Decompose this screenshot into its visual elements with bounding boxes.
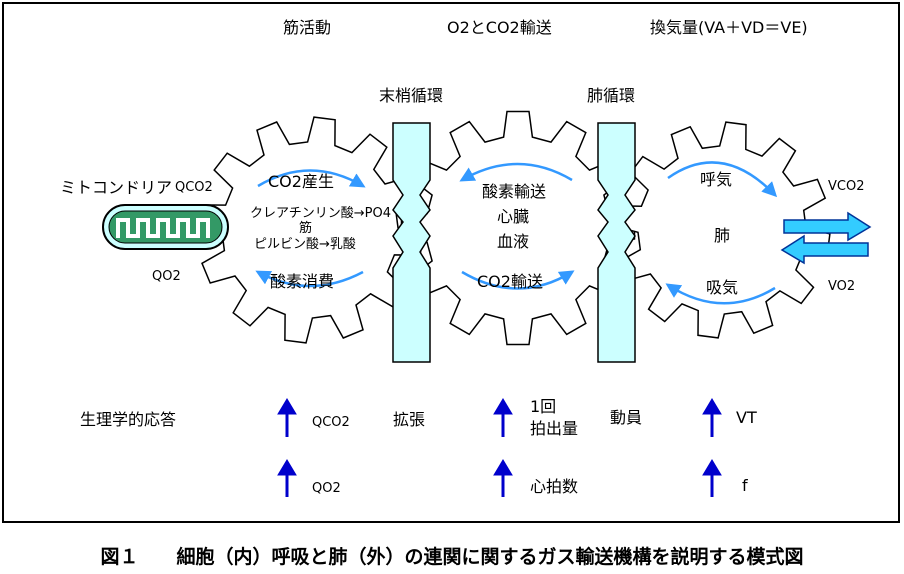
frequency-label: f [742, 476, 748, 495]
blood-label: 血液 [497, 232, 530, 251]
figure-caption: 図１ 細胞（内）呼吸と肺（外）の連関に関するガス輸送機構を説明する模式図 [100, 546, 804, 568]
increase-arrow-icon [277, 398, 297, 437]
muscle-label: 筋 [299, 221, 313, 236]
o2-transport-arrow [459, 162, 573, 182]
co2-transport-label: CO2輸送 [477, 272, 543, 291]
heart-label: 心臓 [497, 207, 530, 226]
qo2-label: QO2 [152, 269, 181, 284]
co2-production-label: CO2産生 [268, 172, 334, 191]
gas-transport-header: O2とCO2輸送 [447, 18, 552, 37]
muscle-activity-header: 筋活動 [283, 18, 332, 37]
response-qco2: QCO2 [312, 415, 350, 430]
increase-arrow-icon [702, 459, 722, 497]
o2-consumption-arrow [255, 270, 364, 288]
expiration-arrow [667, 161, 778, 198]
increase-arrow-icon [277, 459, 297, 497]
o2-consumption-label: 酸素消費 [270, 272, 335, 291]
inhale-flow-arrow [780, 234, 869, 265]
dilation-label: 拡張 [393, 410, 426, 429]
increase-arrow-icon [702, 398, 722, 437]
vco2-label: VCO2 [828, 179, 865, 194]
peripheral-circulation-label: 末梢循環 [379, 86, 444, 105]
pyruvate-lactate-label: ピルビン酸→乳酸 [254, 237, 356, 252]
inspiration-arrow [665, 283, 776, 305]
recruitment-label: 動員 [610, 408, 643, 427]
heart-rate-label: 心拍数 [530, 477, 579, 496]
qco2-label: QCO2 [175, 180, 213, 195]
mitochondria-icon [102, 204, 229, 250]
response-qo2: QO2 [312, 481, 341, 496]
mitochondria-label: ミトコンドリア [60, 178, 173, 197]
o2-transport-label: 酸素輸送 [482, 182, 547, 201]
expiration-label: 呼気 [700, 170, 733, 189]
pulmonary-circulation-panel [597, 122, 636, 363]
increase-arrow-icon [493, 398, 513, 437]
increase-arrow-icon [493, 459, 513, 497]
creatine-phosphate-label: クレアチンリン酸→PO4 [250, 206, 391, 221]
ventilation-header: 換気量(VA＋VD＝VE) [650, 18, 808, 37]
vo2-label: VO2 [828, 279, 856, 294]
inspiration-label: 吸気 [706, 278, 739, 297]
stroke-volume-label: 1回 拍出量 [530, 397, 579, 438]
diagram-frame [2, 2, 900, 523]
increase-arrows [277, 398, 722, 497]
exhale-flow-arrow [783, 211, 872, 242]
lung-label: 肺 [714, 226, 731, 245]
co2-production-arrow [257, 169, 366, 188]
co2-transport-arrow [461, 270, 575, 290]
physiological-response-title: 生理学的応答 [80, 410, 177, 429]
peripheral-circulation-panel [392, 122, 431, 363]
pulmonary-circulation-label: 肺循環 [587, 86, 636, 105]
tidal-volume-label: VT [736, 408, 757, 427]
